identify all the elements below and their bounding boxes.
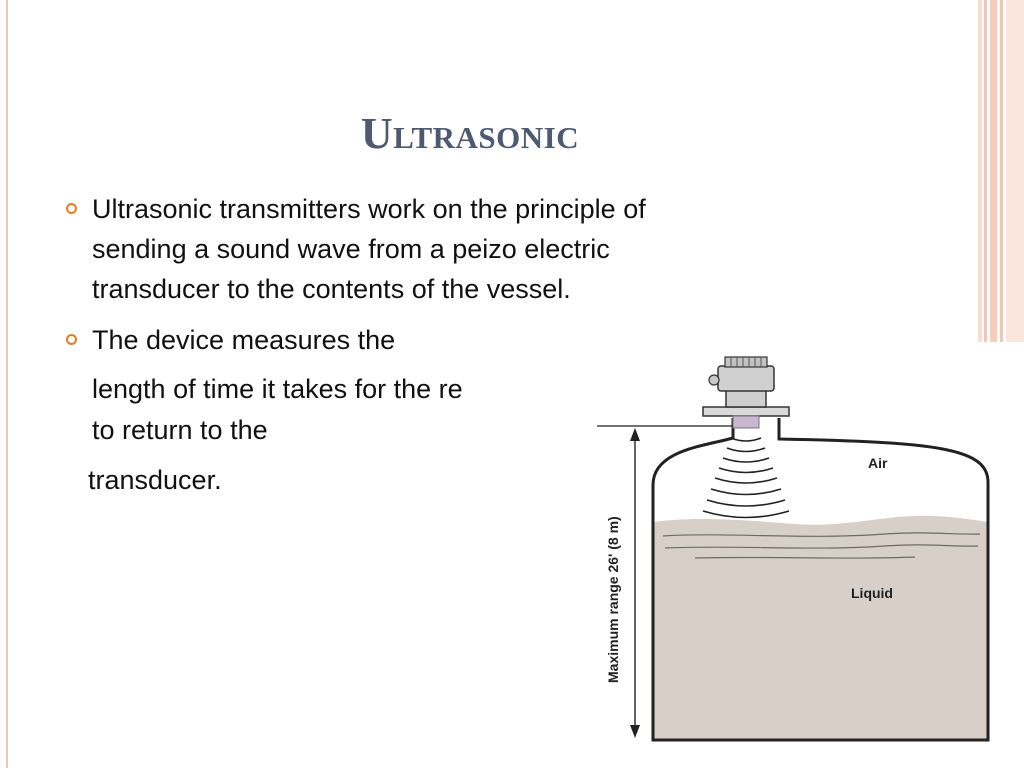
cable-gland [708, 374, 720, 386]
transducer-face [732, 415, 760, 429]
bullet-icon [66, 334, 77, 345]
range-arrow-bottom [630, 725, 640, 738]
bullet-icon [66, 203, 77, 214]
bullet-2-line-3: to return to the [92, 415, 268, 445]
bullet-2-line-4: transducer. [88, 465, 222, 495]
transmitter-cap-ridges [730, 357, 762, 367]
transmitter-flange [702, 406, 790, 417]
bullet-1-line-1: Ultrasonic transmitters work on the prin… [92, 194, 646, 224]
liquid-ripples [662, 532, 981, 559]
range-label: Maximum range 26' (8 m) [605, 516, 621, 683]
bullet-1-line-3: transducer to the contents of the vessel… [92, 274, 571, 304]
liquid-fill [653, 515, 988, 740]
liquid-label: Liquid [851, 585, 893, 601]
slide-title: Ultrasonic [360, 109, 580, 158]
transmitter-cap [724, 356, 768, 368]
transmitter-head [717, 365, 775, 392]
ultrasonic-level-diagram: Air Liquid Maximum range 26' (8 m) [585, 340, 1024, 768]
sound-waves [702, 437, 790, 519]
left-border-line [6, 0, 8, 768]
bullet-1-line-2: sending a sound wave from a peizo electr… [92, 234, 610, 264]
decorative-stripes [978, 0, 1024, 342]
vessel-outline [651, 418, 990, 742]
bullet-2-line-2: length of time it takes for the re [92, 374, 463, 404]
transmitter-neck [725, 389, 767, 408]
bullet-2-line-1: The device measures the [92, 325, 396, 355]
range-arrow-top [630, 428, 640, 441]
air-label: Air [868, 455, 888, 471]
